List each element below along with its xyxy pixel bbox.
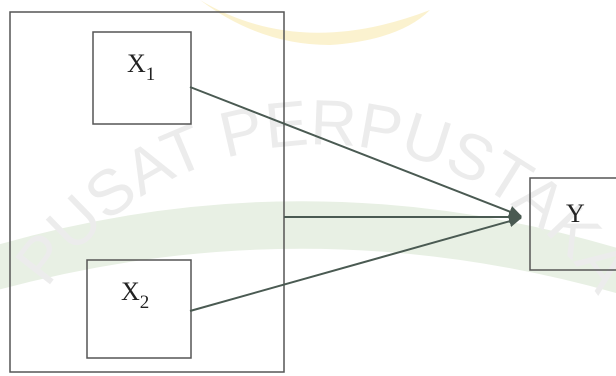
node-x2-label: X2 (121, 277, 149, 313)
node-y: Y (529, 177, 616, 271)
node-x2-box (86, 259, 192, 359)
node-x1: X1 (92, 31, 192, 125)
arrow-x1-to-y (189, 86, 522, 218)
watermark-logo (200, 0, 430, 45)
node-x1-subscript: 1 (146, 64, 156, 85)
watermark-band (0, 201, 616, 293)
node-x1-box (92, 31, 192, 125)
node-x1-letter: X (127, 49, 146, 78)
node-x2-subscript: 2 (140, 292, 150, 313)
arrow-x2-to-y (189, 215, 522, 312)
node-y-box (529, 177, 616, 271)
node-x2-letter: X (121, 277, 140, 306)
outer-box (9, 11, 285, 373)
node-x2: X2 (86, 259, 192, 359)
node-x1-label: X1 (127, 49, 155, 85)
node-y-label: Y (566, 199, 585, 228)
